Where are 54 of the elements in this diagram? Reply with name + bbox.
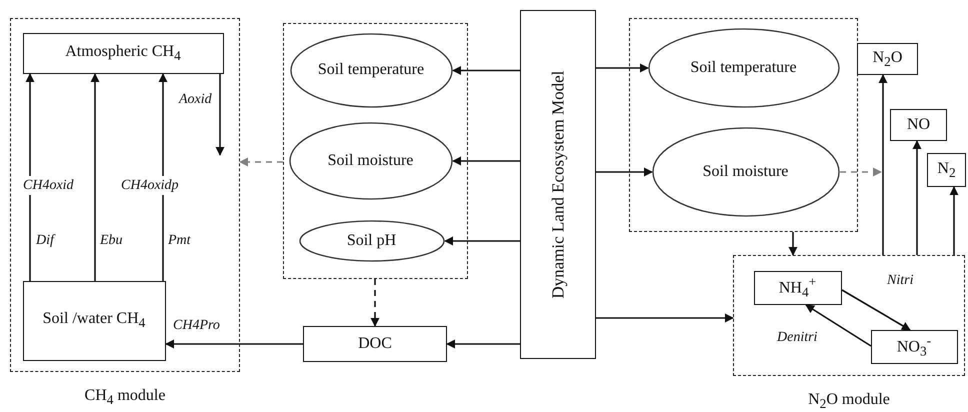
arrow [158, 73, 168, 281]
node-label: DOC [358, 334, 392, 354]
flux-label: CH4oxid [22, 176, 75, 196]
variable-ellipse [290, 32, 452, 108]
arrow [370, 279, 380, 327]
edge-label: Dif [35, 233, 55, 248]
process-box [22, 32, 224, 74]
arrow [239, 158, 283, 166]
arrow [452, 156, 520, 166]
process-box [890, 109, 947, 141]
node-label: Soil pH [346, 230, 396, 250]
node-label: N$_{2}$ [937, 158, 956, 182]
arrow [842, 289, 911, 331]
variable-ellipse [288, 122, 452, 200]
arrow [912, 140, 922, 255]
module-caption: CH$_{4}$ module [84, 386, 166, 409]
node-label: Soil moisture [328, 150, 414, 170]
node-label: Soil /water CH$_{4}$ [42, 309, 146, 332]
module-frame [629, 18, 858, 232]
arrow [90, 73, 100, 281]
variable-ellipse [648, 28, 840, 108]
arrow [165, 340, 303, 348]
node-label: Soil temperature [318, 60, 424, 80]
node-label: Soil temperature [690, 58, 797, 78]
arrow [26, 73, 34, 281]
arrow [596, 314, 734, 322]
process-box [927, 153, 966, 187]
module-caption: N$_{2}$O module [808, 390, 890, 412]
node-label: Dynamic Land Ecosystem Model [547, 70, 568, 299]
process-box [303, 326, 447, 362]
node-label: N$_{2}$O [872, 48, 902, 70]
node-label: Soil moisture [702, 162, 788, 182]
variable-ellipse [652, 126, 840, 216]
arrow [596, 64, 649, 72]
process-box [754, 270, 842, 304]
process-box [857, 43, 918, 75]
process-box [22, 280, 166, 360]
variable-ellipse [298, 220, 444, 262]
arrow [840, 168, 882, 176]
arrow [788, 232, 798, 256]
arrow [452, 66, 520, 75]
arrow [878, 74, 888, 255]
arrow [596, 168, 653, 176]
process-box [870, 330, 958, 364]
flux-label: CH4oxidp [120, 176, 180, 196]
arrow [444, 236, 520, 246]
module-frame [283, 23, 468, 279]
arrow [216, 74, 224, 156]
node-label: Atmospheric CH$_{4}$ [65, 42, 181, 64]
arrow [950, 186, 958, 255]
model-box [520, 10, 596, 359]
arrow [446, 340, 520, 348]
arrow [805, 304, 872, 347]
node-label: NO [906, 115, 930, 135]
